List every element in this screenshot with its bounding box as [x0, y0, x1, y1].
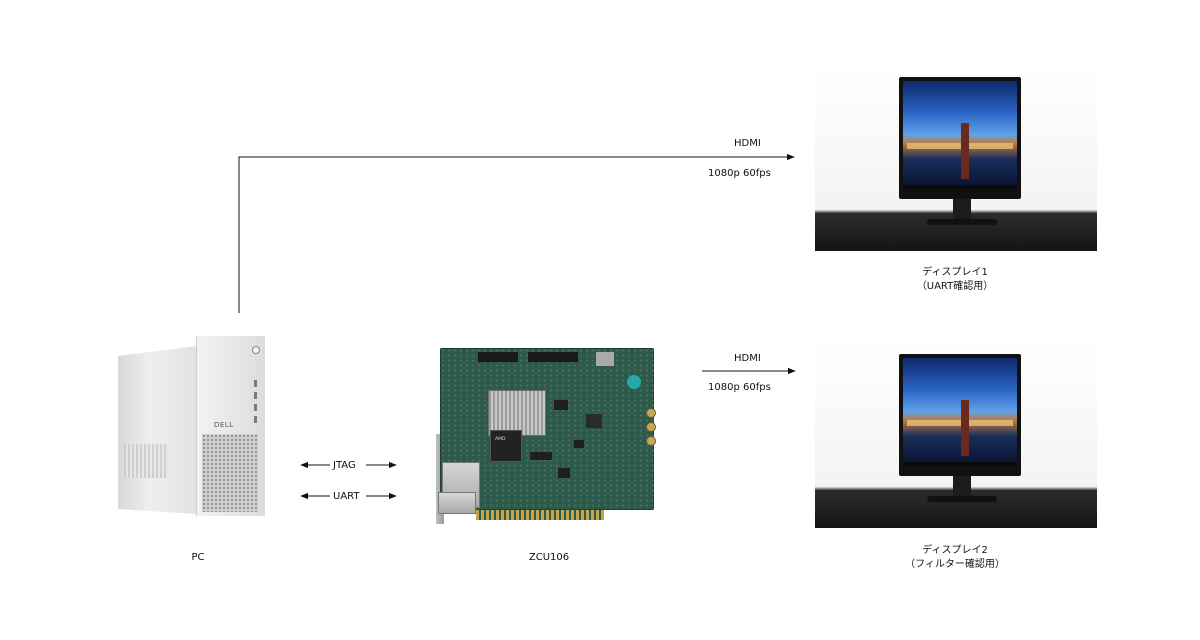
- display1-label: ディスプレイ1: [922, 267, 988, 278]
- hdmi-top-detail: 1080p 60fps: [708, 168, 771, 179]
- pc-label: PC: [191, 552, 205, 563]
- display2-caption: ディスプレイ2 （フィルター確認用）: [880, 544, 1030, 572]
- display2-image: [815, 340, 1097, 528]
- hdmi-bottom-detail: 1080p 60fps: [708, 382, 771, 393]
- display1-image: [815, 63, 1097, 251]
- zcu106-label: ZCU106: [528, 552, 570, 563]
- fan-icon: [626, 374, 642, 390]
- zcu106-board-image: AMD: [436, 344, 658, 530]
- hdmi-bottom-label: HDMI: [734, 353, 761, 364]
- display1-sublabel: （UART確認用）: [916, 281, 994, 292]
- power-button-icon: [252, 346, 260, 354]
- hdmi-top-label: HDMI: [734, 138, 761, 149]
- pc-tower-image: DELL: [118, 336, 266, 516]
- display2-sublabel: （フィルター確認用）: [905, 559, 1005, 570]
- jtag-label: JTAG: [333, 460, 356, 471]
- qsfp-cage: [438, 492, 476, 514]
- display1-caption: ディスプレイ1 （UART確認用）: [890, 266, 1020, 294]
- fpga-chip: AMD: [490, 430, 522, 462]
- display2-label: ディスプレイ2: [922, 545, 988, 556]
- uart-label: UART: [333, 491, 360, 502]
- dell-logo: DELL: [214, 421, 234, 429]
- hdmi-top-connector: [238, 153, 795, 313]
